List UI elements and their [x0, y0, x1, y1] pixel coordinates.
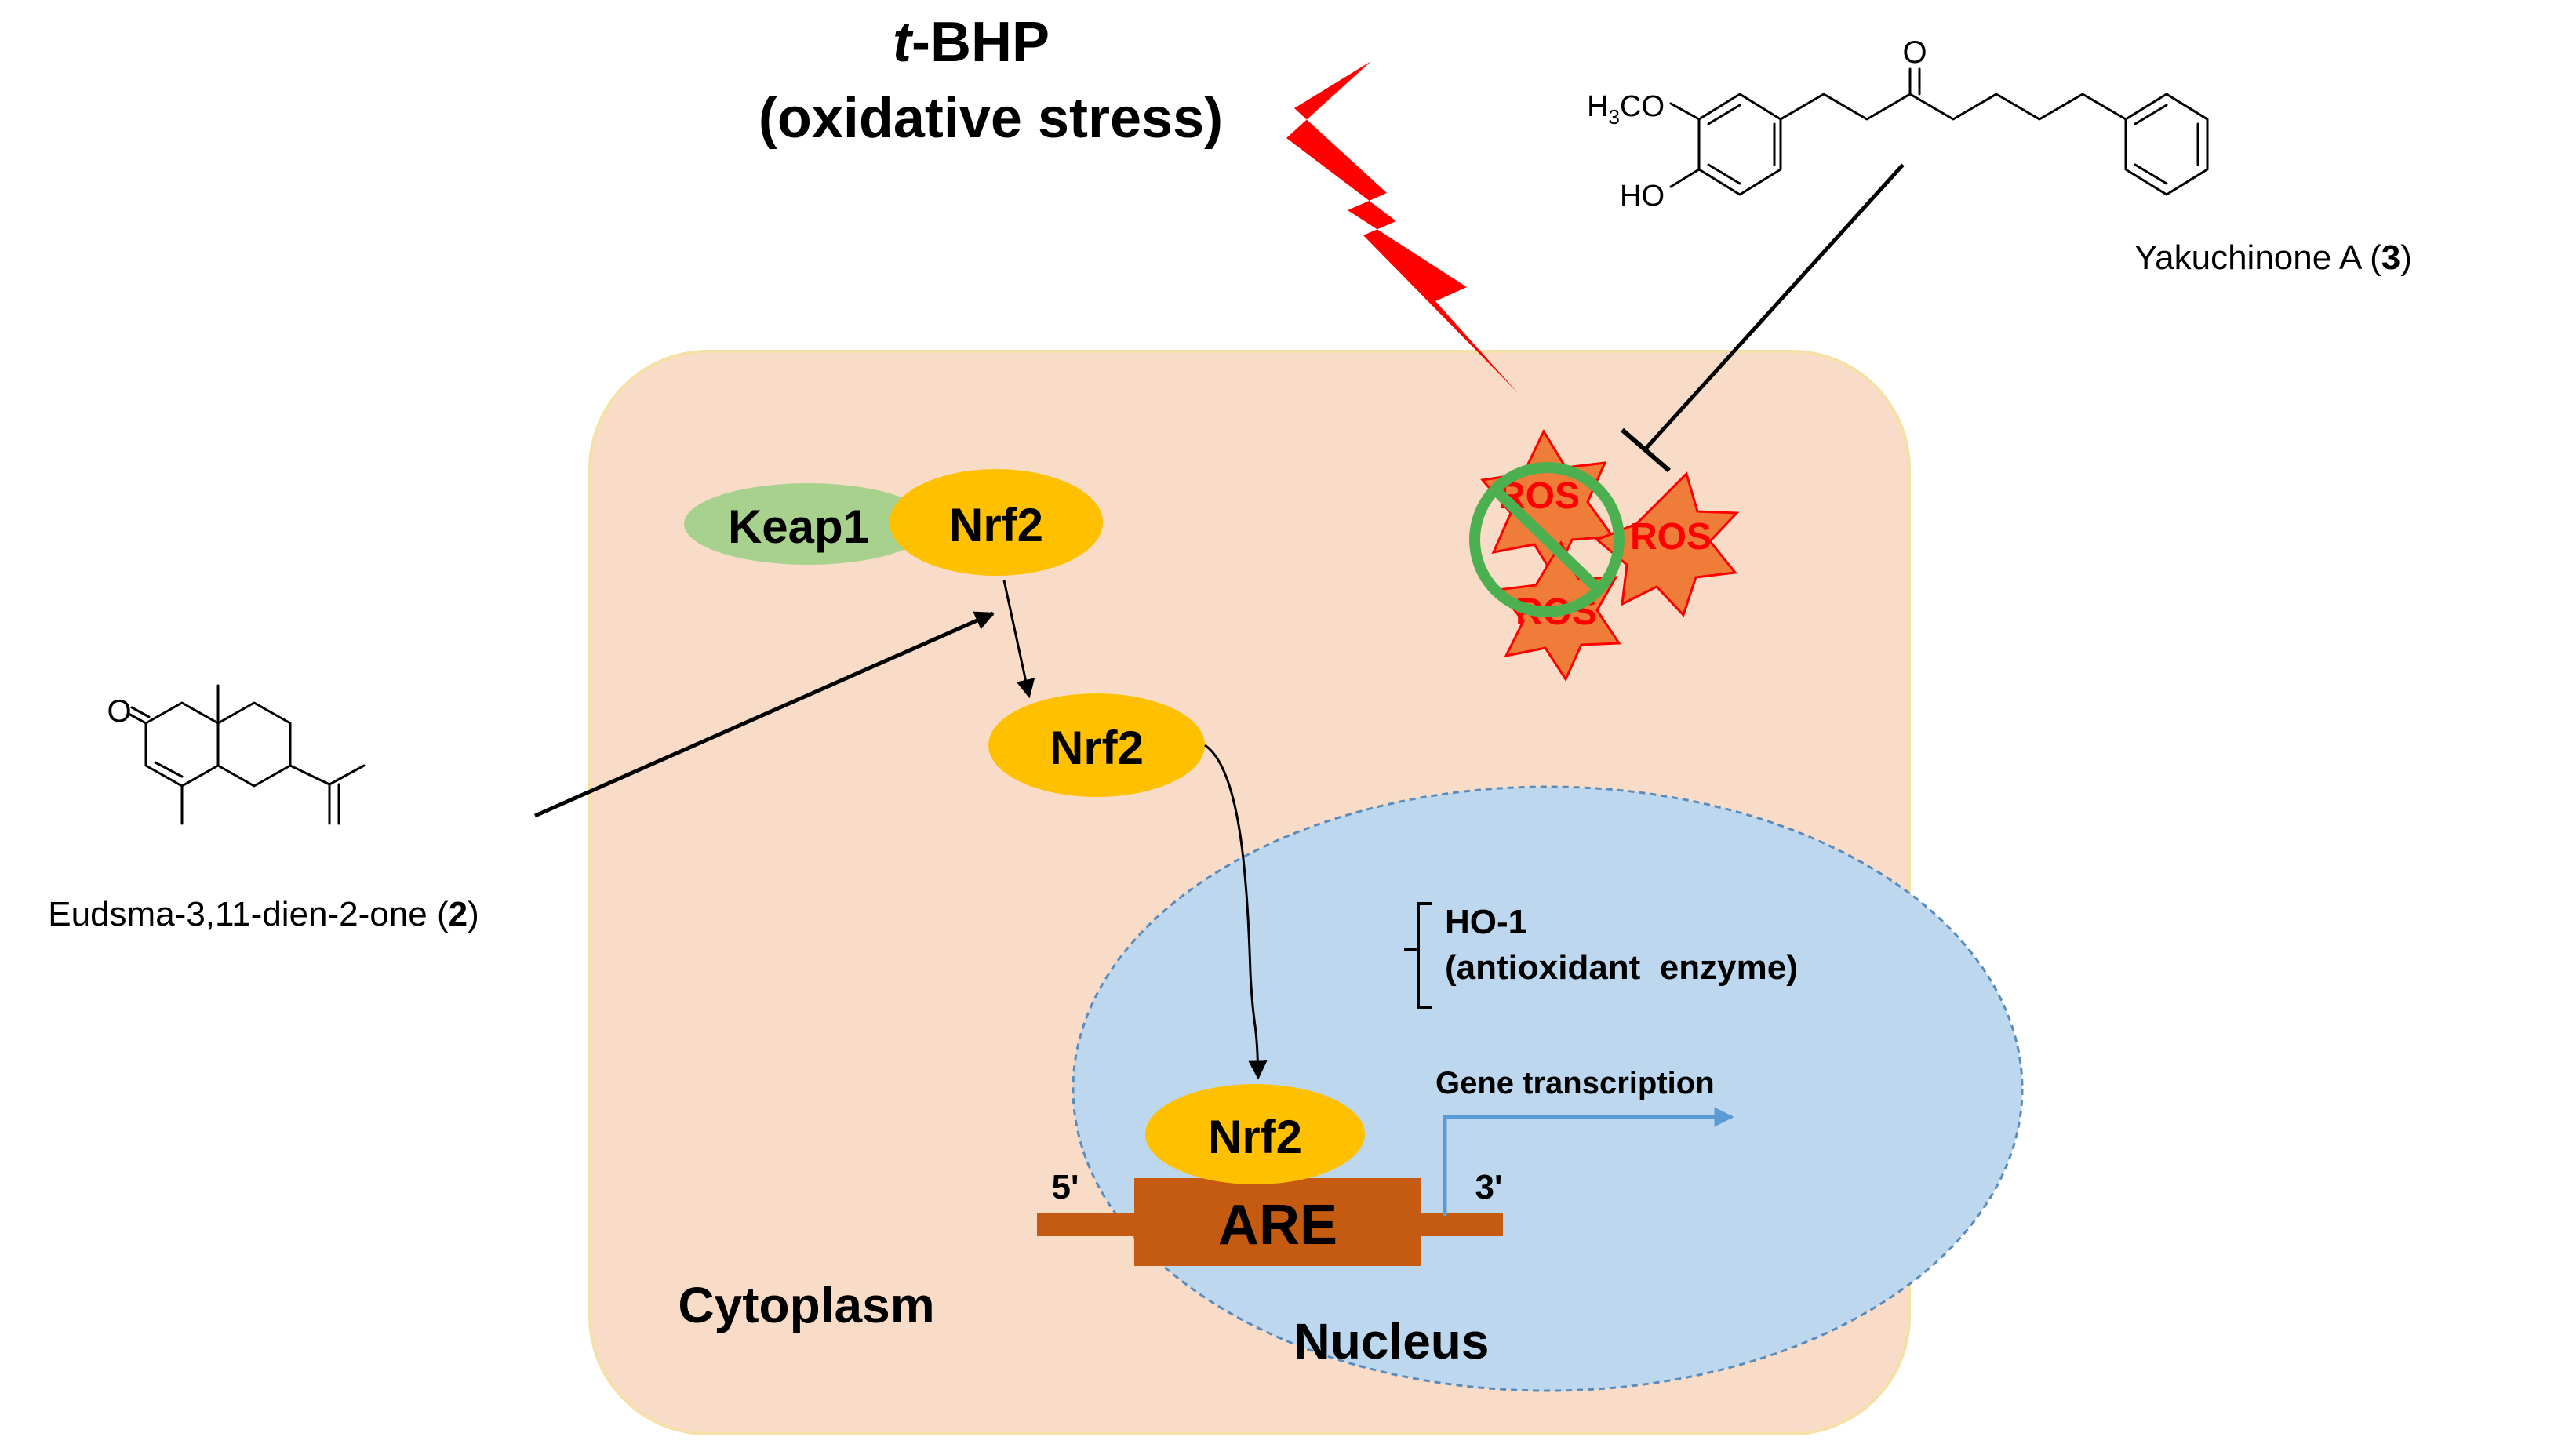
yakuchinone-hydroxy-label: HO [1620, 180, 1665, 213]
translocation-arrow-path [1204, 744, 1268, 1080]
cytoplasm-label: Cytoplasm [678, 1277, 934, 1333]
nrf2-bound-label: Nrf2 [949, 499, 1043, 551]
keap1-protein [684, 483, 932, 565]
lightning-bolt-icon [1286, 61, 1519, 394]
nrf2-free-protein [988, 693, 1205, 797]
yakuchinone-carbonyl-o: O [1902, 35, 1927, 70]
ros-label-2: ROS [1630, 516, 1712, 558]
eudesmane-label: Eudsma-3,11-dien-2-one (2) [48, 895, 478, 933]
eudesmane-structure: O [107, 684, 366, 825]
prohibition-sign-icon [1469, 462, 1625, 617]
transcription-arrow [1443, 1107, 1734, 1216]
stressor-name: -BHP [911, 11, 1050, 74]
nrf2-bound-protein [890, 469, 1103, 576]
three-prime-label: 3' [1475, 1168, 1503, 1206]
are-label: ARE [1218, 1194, 1337, 1257]
eudesmane-carbonyl-o: O [107, 694, 131, 729]
stressor-subtitle: (oxidative stress) [759, 87, 1223, 150]
ho1-description: (antioxidant enzyme) [1445, 948, 1798, 987]
stressor-title: t-BHP [893, 11, 1050, 74]
ho1-gene-label: HO-1 [1445, 903, 1527, 941]
ho1-bracket [1404, 902, 1432, 1009]
ros-star-2 [1595, 471, 1740, 617]
nrf2-nuclear-protein [1145, 1084, 1365, 1184]
yakuchinone-a-structure: O H3CO HO [1587, 35, 2209, 213]
release-arrow [1002, 580, 1035, 699]
nrf2-nuclear-label: Nrf2 [1208, 1111, 1302, 1163]
nrf2-free-label: Nrf2 [1050, 722, 1144, 774]
stressor-prefix: t [893, 11, 914, 74]
activation-arrow [533, 611, 995, 818]
transcription-label: Gene transcription [1435, 1066, 1715, 1100]
yakuchinone-a-label: Yakuchinone A (3) [2134, 238, 2412, 277]
are-element [1134, 1178, 1421, 1266]
inhibition-bar [1621, 427, 1671, 473]
five-prime-label: 5' [1052, 1168, 1079, 1206]
nucleus-label: Nucleus [1294, 1313, 1490, 1370]
inhibition-line [1644, 163, 1905, 450]
yakuchinone-methoxy-label: H3CO [1587, 90, 1665, 129]
keap1-label: Keap1 [728, 500, 869, 553]
